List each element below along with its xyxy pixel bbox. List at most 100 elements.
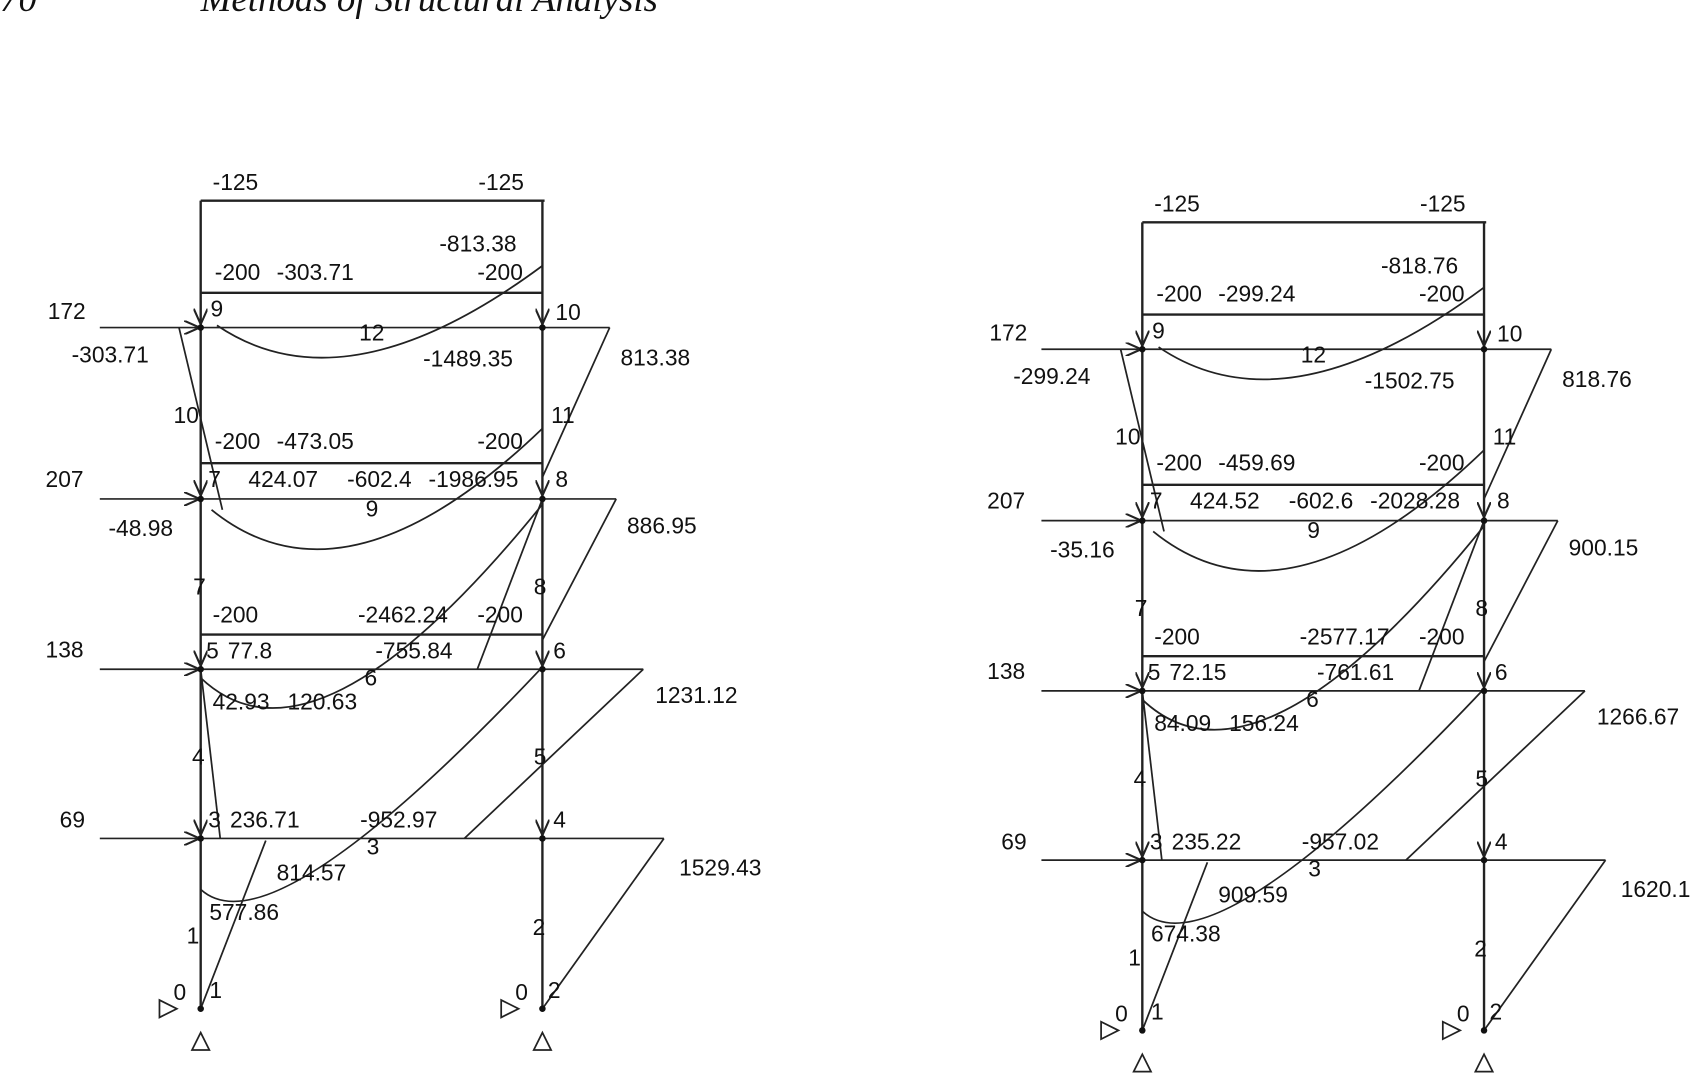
diagram-label: -125 [478, 169, 524, 195]
diagram-label: -602.4 [347, 466, 412, 492]
diagram-label: 3 [1150, 828, 1163, 854]
diagram-label: -299.24 [1013, 363, 1090, 389]
diagram-label: 1 [1128, 944, 1141, 970]
diagram-label: -755.84 [375, 637, 452, 663]
diagram-label: 69 [60, 807, 85, 833]
diagram-label: 11 [551, 402, 575, 428]
diagram-label: 818.76 [1562, 366, 1632, 392]
moment-diagram-line [1418, 520, 1485, 692]
diagram-label: 5 [534, 744, 547, 770]
diagram-label: 2 [548, 977, 561, 1003]
diagram-label: -2028.28 [1370, 488, 1460, 514]
diagram-label: -602.6 [1289, 488, 1354, 514]
moment-diagram-line [463, 668, 644, 840]
diagram-label: -200 [1419, 450, 1465, 476]
support-node [197, 1005, 204, 1012]
beam-moment-curve [1141, 688, 1485, 924]
diagram-label: -1502.75 [1365, 367, 1455, 393]
diagram-label: 6 [1306, 686, 1319, 712]
support-triangle-icon [1100, 1020, 1121, 1041]
diagram-label: 8 [555, 466, 568, 492]
joint-node [1139, 346, 1146, 353]
diagram-label: 2 [1489, 999, 1502, 1025]
diagram-label: 3 [1308, 855, 1321, 881]
diagram-label: 814.57 [277, 860, 347, 886]
beam-moment-curve [1141, 525, 1485, 731]
diagram-label: 886.95 [627, 513, 697, 539]
joint-node [1480, 346, 1488, 353]
diagram-label: 138 [987, 658, 1025, 684]
diagram-label: 9 [366, 495, 379, 521]
diagram-label: 156.24 [1229, 710, 1299, 736]
joint-node [1139, 687, 1146, 695]
diagram-label: 12 [359, 320, 384, 346]
diagram-label: 424.52 [1190, 488, 1260, 514]
diagram-label: 813.38 [621, 345, 691, 371]
diagram-label: -952.97 [360, 807, 437, 833]
joint-node [1480, 517, 1488, 524]
diagram-label: 6 [365, 665, 378, 691]
diagram-label: 235.22 [1172, 828, 1242, 854]
support-triangle-icon [500, 998, 521, 1019]
moment-diagram-line [1483, 348, 1553, 500]
beam-moment-curve [210, 427, 544, 551]
diagram-label: 2 [533, 914, 546, 940]
diagram-label: -200 [1156, 281, 1202, 307]
diagram-label: 424.07 [248, 466, 318, 492]
diagram-label: 207 [987, 488, 1025, 514]
diagram-label: 72.15 [1169, 659, 1226, 685]
diagram-label: 8 [1475, 595, 1488, 621]
diagram-label: -200 [1419, 281, 1465, 307]
diagram-label: 69 [1001, 828, 1026, 854]
diagram-label: 4 [553, 807, 566, 833]
diagram-label: 84.09 [1154, 710, 1211, 736]
diagram-label: 10 [174, 402, 199, 428]
moment-diagram-line [199, 669, 222, 839]
support-triangle-icon [1132, 1052, 1153, 1073]
diagram-label: -200 [1419, 623, 1465, 649]
joint-node [197, 665, 204, 673]
diagram-label: -2462.24 [358, 602, 448, 628]
diagram-label: 1620.1 [1621, 876, 1691, 902]
joint-node [197, 835, 204, 842]
support-triangle-icon [1473, 1052, 1495, 1073]
diagram-label: 0 [515, 979, 528, 1005]
diagram-label: 0 [174, 979, 187, 1005]
moment-diagram-line [1483, 520, 1559, 663]
diagram-label: 120.63 [287, 688, 357, 714]
diagram-label: 4 [192, 744, 205, 770]
diagram-label: -299.24 [1218, 281, 1295, 307]
moment-diagram-line [541, 837, 665, 1010]
diagram-label: -459.69 [1218, 450, 1295, 476]
diagram-label: 8 [534, 573, 547, 599]
support-node [1480, 1027, 1488, 1034]
diagram-label: -200 [477, 428, 523, 454]
diagram-label: -473.05 [277, 428, 354, 454]
diagram-label: 1 [209, 977, 222, 1003]
diagram-label: 7 [208, 466, 221, 492]
diagram-label: 1 [1151, 999, 1164, 1025]
page-title: Methods of Structural Analysis [200, 0, 658, 19]
diagram-label: 2 [1474, 936, 1487, 962]
diagram-label: -200 [1154, 623, 1200, 649]
diagram-label: 577.86 [209, 899, 279, 925]
joint-node [197, 495, 204, 503]
diagram-label: 0 [1457, 1001, 1470, 1027]
diagram-label: -2577.17 [1300, 623, 1390, 649]
diagram-label: 1266.67 [1597, 704, 1679, 730]
beam-moment-curve [1152, 449, 1485, 572]
joint-node [1480, 856, 1488, 864]
joint-node [539, 324, 546, 331]
diagram-label: 77.8 [228, 637, 272, 663]
moment-diagram-line [1405, 690, 1586, 861]
moment-diagram-line [1119, 349, 1165, 532]
diagram-label: 172 [989, 320, 1027, 346]
diagram-label: 4 [1134, 765, 1147, 791]
page-number: 70 [0, 0, 37, 19]
diagram-label: 5 [1475, 765, 1488, 791]
diagram-label: 3 [208, 807, 221, 833]
diagram-label: 909.59 [1218, 881, 1288, 907]
diagram-label: 236.71 [230, 807, 300, 833]
